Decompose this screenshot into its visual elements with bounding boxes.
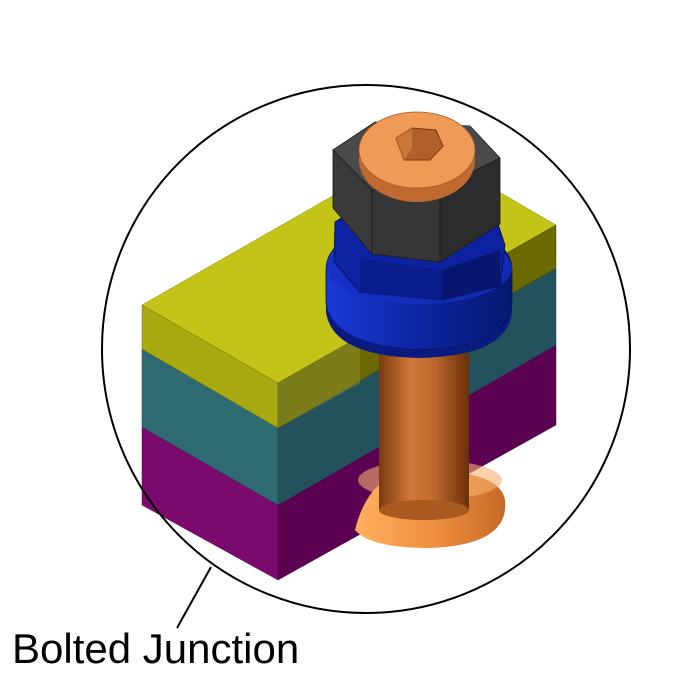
- bolt-shank: [379, 330, 469, 520]
- caption-label: Bolted Junction: [12, 625, 300, 672]
- bolt-cap: [358, 111, 476, 202]
- detail-circle: [101, 84, 631, 614]
- leader-line: [176, 566, 212, 629]
- plate-top-highlight: [278, 336, 360, 428]
